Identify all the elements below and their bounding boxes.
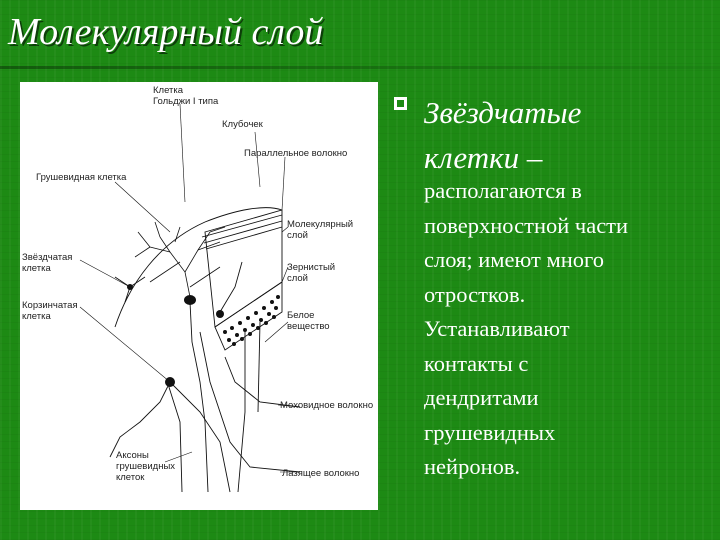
parallel-fibers — [201, 214, 283, 250]
leader-lines — [79, 103, 301, 473]
folium-surface-line — [114, 207, 283, 328]
bullet-heading: Звёздчатые клетки – — [424, 90, 704, 180]
granular-layer-block — [214, 281, 283, 351]
bullet-body: располагаются в поверхностной части слоя… — [424, 174, 709, 485]
label-glomerulus: Клубочек — [222, 119, 263, 130]
body-line: нейронов. — [424, 454, 521, 479]
bullet-heading-line-1: Звёздчатые — [424, 95, 582, 130]
body-line: поверхностной части — [424, 212, 629, 238]
purkinje-dendrites — [134, 221, 226, 298]
label-climbing-fiber: Лазящее волокно — [282, 468, 360, 479]
label-parallel-fiber: Параллельное волокно — [244, 148, 348, 159]
purkinje-cell-body — [184, 295, 196, 305]
body-line: слоя; имеют много — [424, 247, 604, 272]
basket-cell-body — [165, 377, 175, 387]
granular-dots — [223, 295, 280, 346]
diagram-drawing — [79, 103, 301, 493]
label-mossy-fiber: Моховидное волокно — [280, 400, 374, 411]
golgi-cell-dendrite — [219, 261, 243, 313]
molecular-layer-block — [204, 209, 283, 328]
body-line: контакты с — [424, 350, 529, 376]
stellate-cell-body — [127, 284, 133, 290]
body-line: отростков. — [424, 281, 526, 307]
basket-cell-axon — [109, 381, 171, 458]
climbing-fiber — [199, 331, 301, 473]
body-line: Устанавливают — [424, 316, 570, 341]
golgi-cell-body — [216, 310, 224, 318]
slide-title: Молекулярный слой — [8, 11, 324, 53]
title-divider — [0, 66, 720, 69]
label-purkinje-cell: Грушевидная клетка — [36, 172, 127, 183]
body-line: располагаются в — [424, 178, 582, 203]
body-line: дендритами — [424, 385, 539, 410]
body-line: грушевидных — [424, 419, 556, 445]
purkinje-axon — [189, 301, 209, 493]
bullet-heading-line-2: клетки – — [424, 140, 543, 175]
square-bullet-icon — [394, 97, 407, 110]
mossy-fiber — [224, 356, 301, 408]
